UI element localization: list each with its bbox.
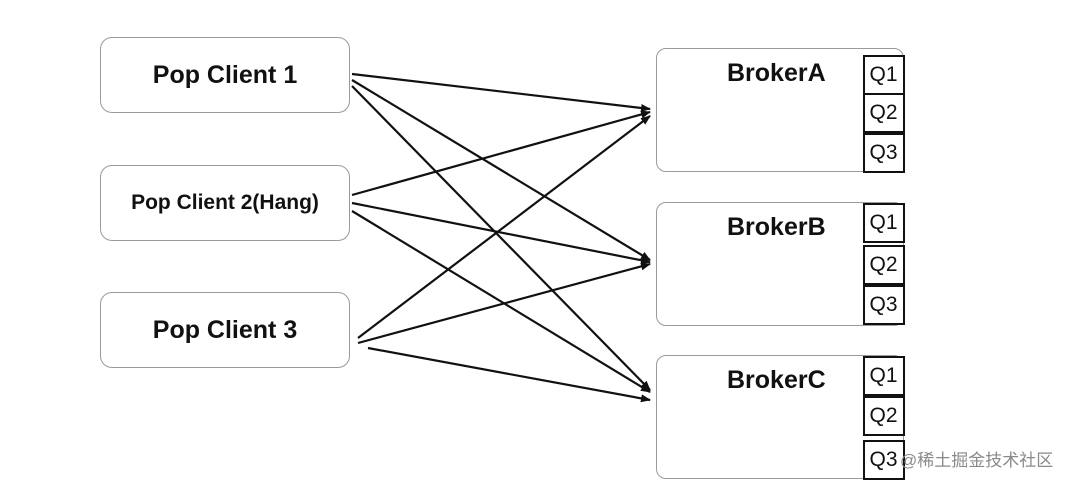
broker-title: BrokerB [727,213,826,241]
watermark: @稀土掘金技术社区 [900,451,1054,470]
queue-q1: Q1 [862,356,905,396]
queue-q2: Q2 [862,245,905,285]
client-box-3: Pop Client 3 [100,292,350,368]
connection-client2-brokerB [351,201,651,265]
queue-q3: Q3 [862,440,905,480]
connection-client3-brokerB [357,262,651,345]
broker-box-c: BrokerC Q1 Q2 Q3 [656,355,905,480]
connection-client1-brokerC [351,85,651,391]
broker-title: BrokerC [727,366,826,394]
queue-q2: Q2 [862,93,905,133]
connection-client2-brokerC [351,210,651,393]
connection-client3-brokerA [357,115,651,339]
broker-box-b: BrokerB Q1 Q2 Q3 [656,202,905,326]
connection-client1-brokerA [351,72,651,112]
queue-q3: Q3 [862,133,905,173]
connection-client3-brokerC [367,346,651,403]
connection-client2-brokerA [351,110,651,197]
client-label: Pop Client 3 [152,315,298,344]
queue-q2: Q2 [862,396,905,436]
client-box-2: Pop Client 2(Hang) [100,165,350,241]
queue-q1: Q1 [862,55,905,95]
connection-client1-brokerB [351,79,651,261]
broker-box-a: BrokerA Q1 Q2 Q3 [656,48,905,173]
client-label: Pop Client 2(Hang) [131,191,319,214]
queue-q1: Q1 [862,203,905,243]
broker-title: BrokerA [727,59,826,87]
client-box-1: Pop Client 1 [100,37,350,113]
queue-q3: Q3 [862,285,905,325]
client-label: Pop Client 1 [152,60,298,89]
